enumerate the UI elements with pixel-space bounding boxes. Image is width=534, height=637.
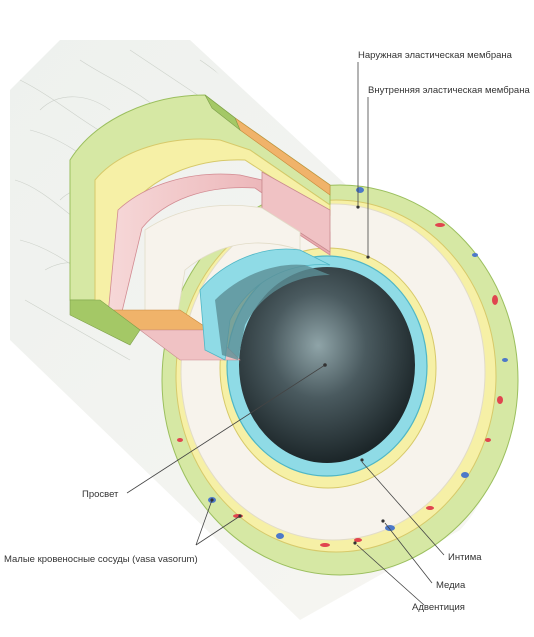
label-adventitia: Адвентиция (412, 602, 465, 613)
labels: Наружная эластическая мембрана Внутрення… (4, 50, 530, 613)
cutaway-wedge (69, 94, 331, 361)
label-media: Медиа (436, 580, 466, 591)
vasa-vasorum (177, 187, 508, 547)
label-leaders (126, 62, 445, 606)
label-outer-membrane: Наружная эластическая мембрана (358, 50, 513, 61)
cut-face-front (69, 299, 141, 346)
cut-media-block (261, 171, 331, 253)
label-inner-membrane: Внутренняя эластическая мембрана (368, 85, 530, 96)
label-intima: Интима (448, 552, 482, 563)
label-vasa-vasorum: Малые кровеносные сосуды (vasa vasorum) (4, 554, 198, 565)
label-lumen: Просвет (82, 489, 119, 500)
lumen (239, 267, 415, 463)
cut-intima-inner (215, 264, 330, 360)
cut-face-top (204, 94, 241, 131)
